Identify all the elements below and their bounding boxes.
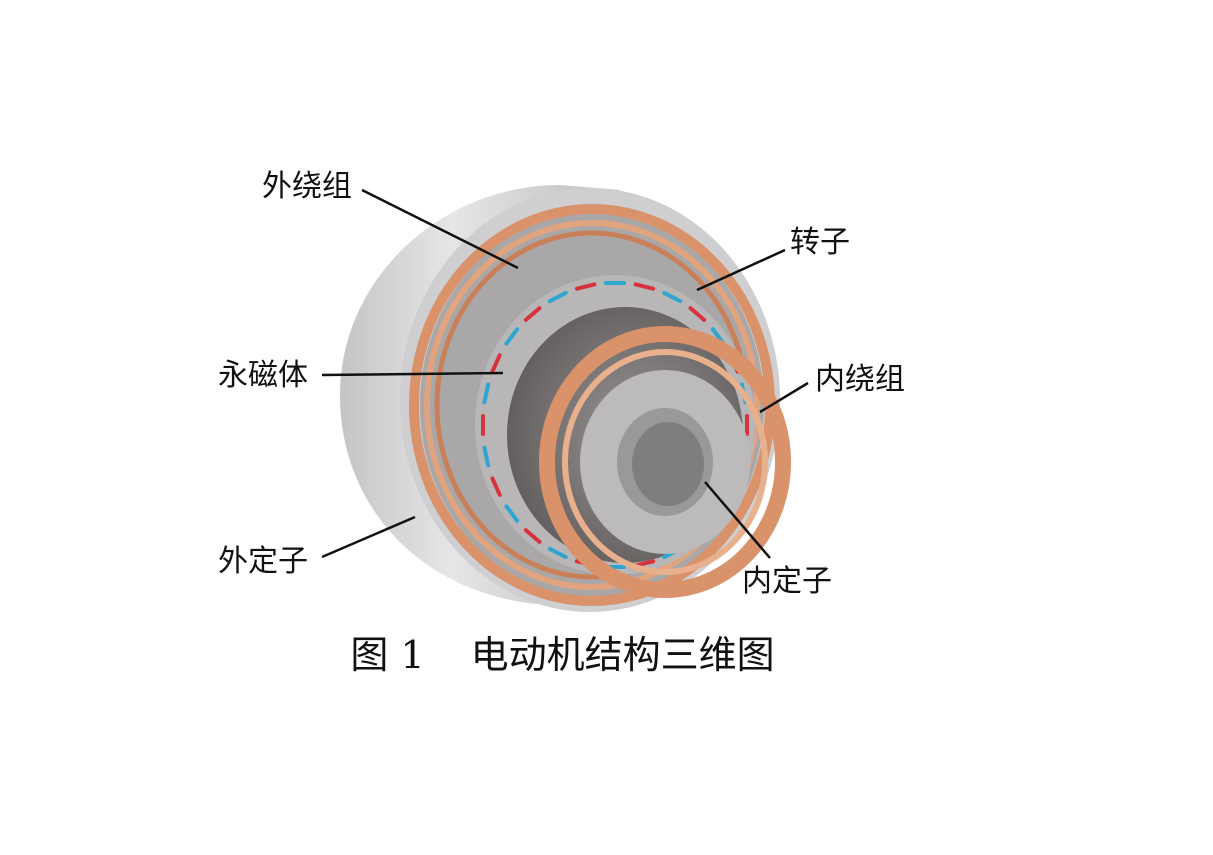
magnet-segment [504,327,520,346]
magnet-segment [547,546,568,560]
magnet-segment [523,306,542,322]
magnet-segment [490,476,502,497]
leader-lines [321,188,809,559]
figure-number: 图 1 [350,633,425,677]
magnet-segment [662,290,683,304]
magnet-segment [547,290,568,304]
label-inner-stator: 内定子 [742,564,832,599]
magnet-segment [482,382,491,405]
magnet-segment [633,559,656,568]
magnet-segment [574,282,597,291]
magnet-segment [490,353,502,374]
label-outer-winding: 外绕组 [262,169,352,204]
figure-title: 电动机结构三维图 [470,633,775,677]
label-permanent-magnet: 永磁体 [218,358,308,393]
magnet-segment [688,306,707,322]
magnet-segment [504,504,520,523]
inner-stator [539,326,791,598]
figure-caption: 图 1 电动机结构三维图 [0,636,1125,674]
magnet-segment [633,282,656,291]
magnet-segment [523,528,542,544]
label-rotor: 转子 [790,225,850,260]
label-outer-stator: 外定子 [218,544,308,579]
label-inner-winding: 内绕组 [815,362,905,397]
magnet-segment [482,445,491,468]
